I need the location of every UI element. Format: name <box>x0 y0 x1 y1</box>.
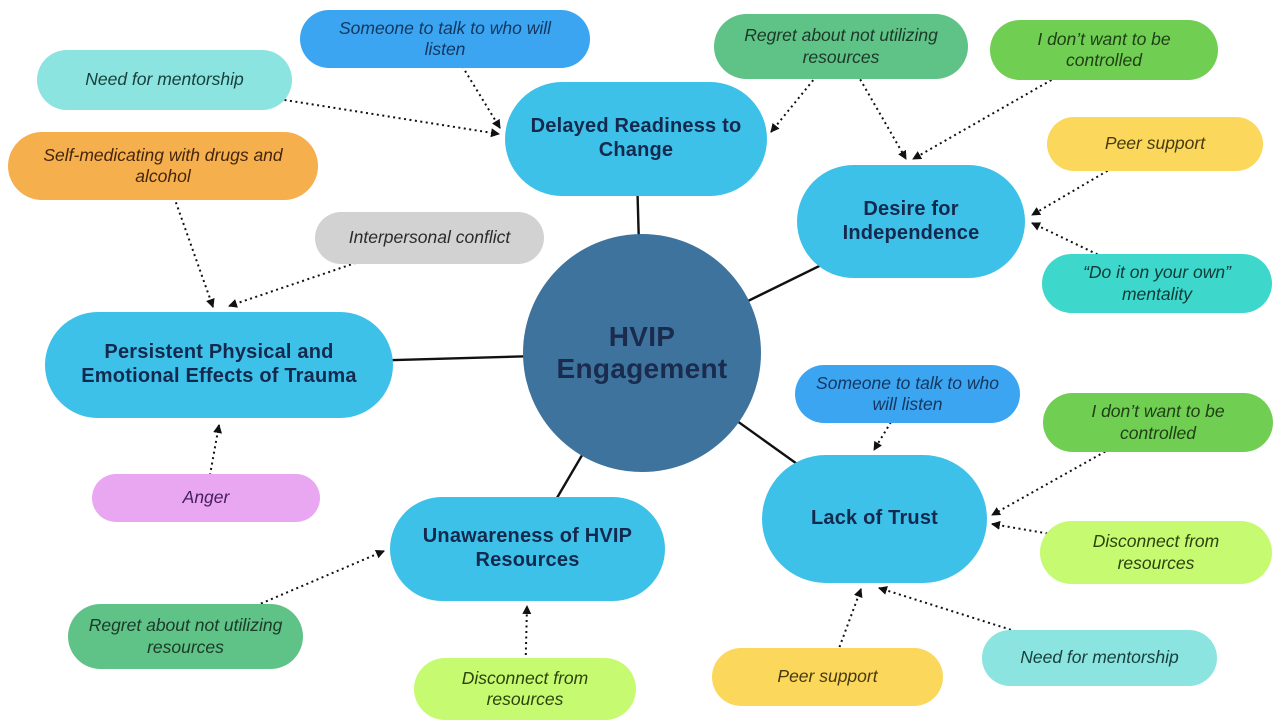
node-label: “Do it on your own” mentality <box>1083 262 1231 304</box>
sub-node-peer-support-bottom[interactable]: Peer support <box>712 648 943 706</box>
node-label: Interpersonal conflict <box>348 227 511 248</box>
sub-node-regret-resources-top[interactable]: Regret about not utilizing resources <box>714 14 968 79</box>
sub-node-dont-want-controlled-top[interactable]: I don’t want to be controlled <box>990 20 1218 80</box>
central-node-hvip-engagement[interactable]: HVIP Engagement <box>523 234 761 472</box>
node-label: Someone to talk to who will listen <box>338 17 552 59</box>
main-node-unawareness-of-resources[interactable]: Unawareness of HVIP Resources <box>390 497 665 601</box>
node-label: Delayed Readiness to Change <box>530 115 742 161</box>
node-label: Regret about not utilizing resources <box>88 615 283 657</box>
node-label: I don’t want to be controlled <box>1091 401 1225 443</box>
sub-node-do-it-on-your-own[interactable]: “Do it on your own” mentality <box>1042 254 1272 313</box>
sub-node-anger[interactable]: Anger <box>92 474 320 522</box>
sub-node-need-for-mentorship-top[interactable]: Need for mentorship <box>37 50 292 110</box>
sub-node-need-for-mentorship-bottom[interactable]: Need for mentorship <box>982 630 1217 686</box>
node-label: Need for mentorship <box>85 69 244 90</box>
node-label: Peer support <box>777 666 878 687</box>
node-label: Disconnect from resources <box>461 667 589 709</box>
sub-node-self-medicating[interactable]: Self-medicating with drugs and alcohol <box>8 132 318 200</box>
main-node-delayed-readiness[interactable]: Delayed Readiness to Change <box>505 82 767 196</box>
sub-node-someone-to-talk-top[interactable]: Someone to talk to who will listen <box>300 10 590 68</box>
edge-dontwant-top-to-desire <box>912 49 1105 160</box>
node-label: Persistent Physical and Emotional Effect… <box>81 341 357 387</box>
node-label: Someone to talk to who will listen <box>816 372 999 414</box>
sub-node-peer-support-top[interactable]: Peer support <box>1047 117 1263 171</box>
edge-interpersonal-to-persistent <box>228 237 430 308</box>
node-label: I don’t want to be controlled <box>1037 28 1171 70</box>
sub-node-interpersonal-conflict[interactable]: Interpersonal conflict <box>315 212 544 264</box>
node-label: Self-medicating with drugs and alcohol <box>43 144 283 186</box>
central-node-label: HVIP Engagement <box>556 320 728 384</box>
sub-node-dont-want-controlled-right[interactable]: I don’t want to be controlled <box>1043 393 1273 452</box>
edge-dontwant-right-to-lack <box>991 421 1159 516</box>
main-node-desire-for-independence[interactable]: Desire for Independence <box>797 165 1025 278</box>
node-label: Lack of Trust <box>810 507 939 530</box>
node-label: Peer support <box>1104 133 1206 154</box>
node-label: Regret about not utilizing resources <box>744 25 938 67</box>
node-label: Disconnect from resources <box>1092 531 1220 573</box>
sub-node-disconnect-resources-bottom[interactable]: Disconnect from resources <box>414 658 636 720</box>
sub-node-regret-resources-bottom[interactable]: Regret about not utilizing resources <box>68 604 303 669</box>
node-label: Unawareness of HVIP Resources <box>422 525 633 571</box>
node-label: Anger <box>182 487 230 508</box>
node-label: Desire for Independence <box>842 197 980 244</box>
sub-node-someone-to-talk-right[interactable]: Someone to talk to who will listen <box>795 365 1020 423</box>
main-node-persistent-trauma-effects[interactable]: Persistent Physical and Emotional Effect… <box>45 312 393 418</box>
sub-node-disconnect-resources-right[interactable]: Disconnect from resources <box>1040 521 1272 584</box>
main-node-lack-of-trust[interactable]: Lack of Trust <box>762 455 987 583</box>
node-label: Need for mentorship <box>1020 647 1179 668</box>
